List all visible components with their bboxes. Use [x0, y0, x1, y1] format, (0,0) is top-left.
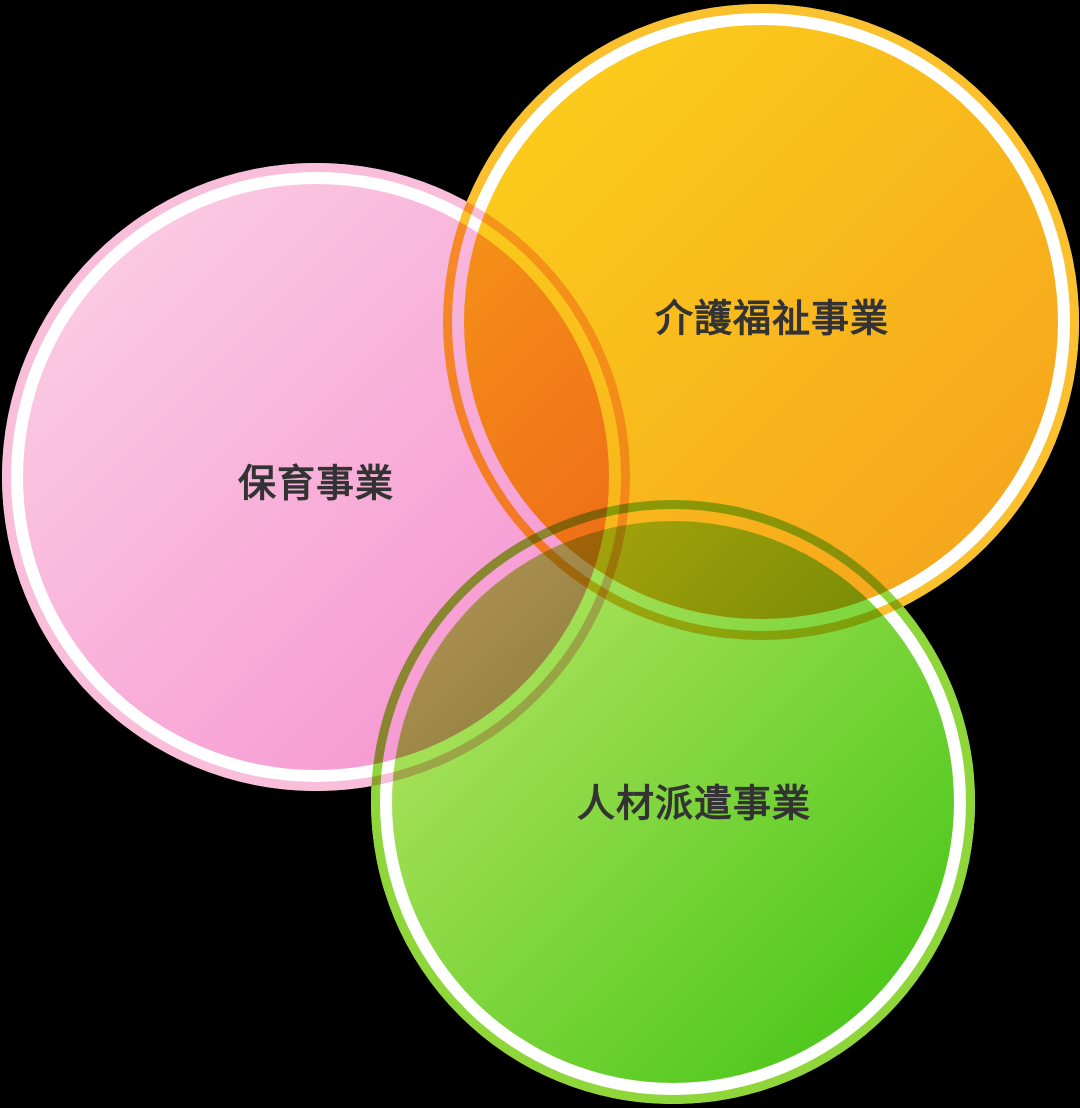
- venn-circle-fill-staffing: [392, 521, 954, 1083]
- venn-circle-staffing[interactable]: [371, 500, 975, 1104]
